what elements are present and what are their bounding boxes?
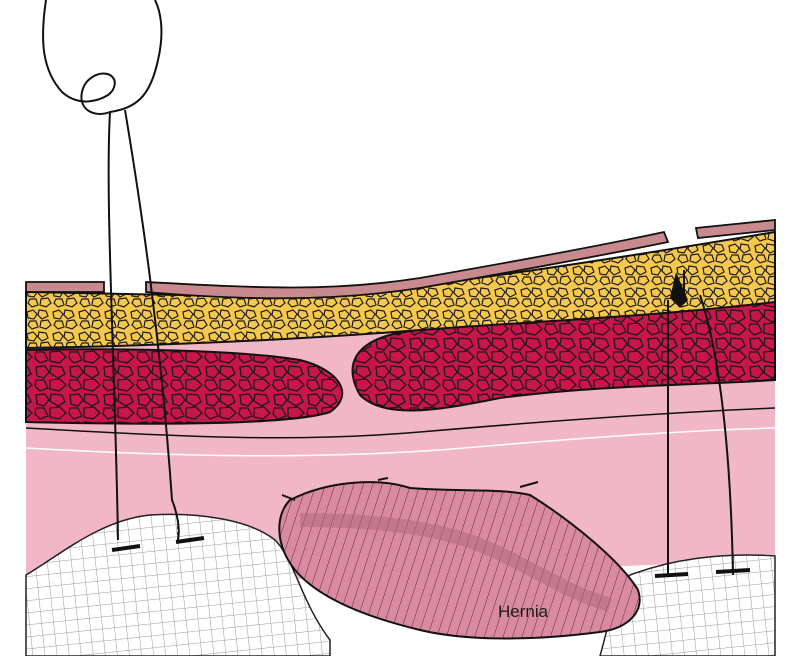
skin-left [26, 282, 104, 292]
hernia-label: Hernia [498, 602, 549, 621]
muscle-left [26, 349, 342, 423]
